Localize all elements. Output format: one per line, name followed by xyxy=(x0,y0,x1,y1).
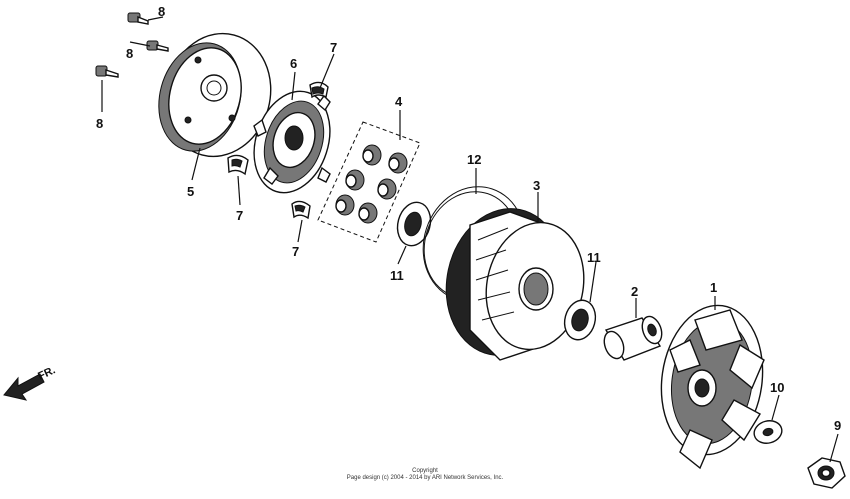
callout-11-right: 11 xyxy=(587,250,601,265)
callout-2: 2 xyxy=(631,284,638,299)
washer-10[interactable] xyxy=(752,418,785,446)
clutch-outer-3[interactable] xyxy=(433,198,595,367)
callout-8-top: 8 xyxy=(158,4,165,19)
callout-7-bottom: 7 xyxy=(292,244,299,259)
callout-8-middle: 8 xyxy=(126,46,133,61)
washer-11-right[interactable] xyxy=(560,297,599,343)
nut-9[interactable] xyxy=(807,457,846,489)
roller xyxy=(362,144,382,166)
weight-holder-6[interactable] xyxy=(242,81,343,202)
roller xyxy=(345,169,365,191)
callout-12: 12 xyxy=(467,152,481,167)
bolt-8-left[interactable] xyxy=(95,65,119,78)
callout-10: 10 xyxy=(770,380,784,395)
callout-1: 1 xyxy=(710,280,717,295)
callout-8-left: 8 xyxy=(96,116,103,131)
leader-lines xyxy=(101,16,839,463)
front-direction-label: FR. xyxy=(36,364,57,382)
callout-9: 9 xyxy=(834,418,841,433)
callout-7-left: 7 xyxy=(236,208,243,223)
front-direction-arrow: FR. xyxy=(3,364,57,401)
slide-7-left[interactable] xyxy=(227,154,249,176)
roller xyxy=(388,152,408,174)
slide-7-bottom[interactable] xyxy=(291,200,311,220)
weight-roller-set-4[interactable] xyxy=(317,121,421,243)
drive-face-1[interactable] xyxy=(652,299,772,470)
bolt-8-middle[interactable] xyxy=(146,40,169,52)
collar-2[interactable] xyxy=(601,314,665,361)
copyright-line-2: Page design (c) 2004 - 2014 by ARI Netwo… xyxy=(347,475,504,481)
roller xyxy=(377,178,397,200)
slide-7-top[interactable] xyxy=(309,81,329,99)
copyright-line-1: Copyright xyxy=(412,468,438,474)
callout-6: 6 xyxy=(290,56,297,71)
callout-3: 3 xyxy=(533,178,540,193)
drive-plate-5[interactable] xyxy=(147,22,284,169)
callout-5: 5 xyxy=(187,184,194,199)
bolt-8-top[interactable] xyxy=(127,12,149,25)
callout-11-left: 11 xyxy=(390,268,404,283)
washer-11-left[interactable] xyxy=(393,199,435,250)
roller xyxy=(358,202,378,224)
callout-7-top: 7 xyxy=(330,40,337,55)
roller xyxy=(335,194,355,216)
callout-4: 4 xyxy=(395,94,403,109)
